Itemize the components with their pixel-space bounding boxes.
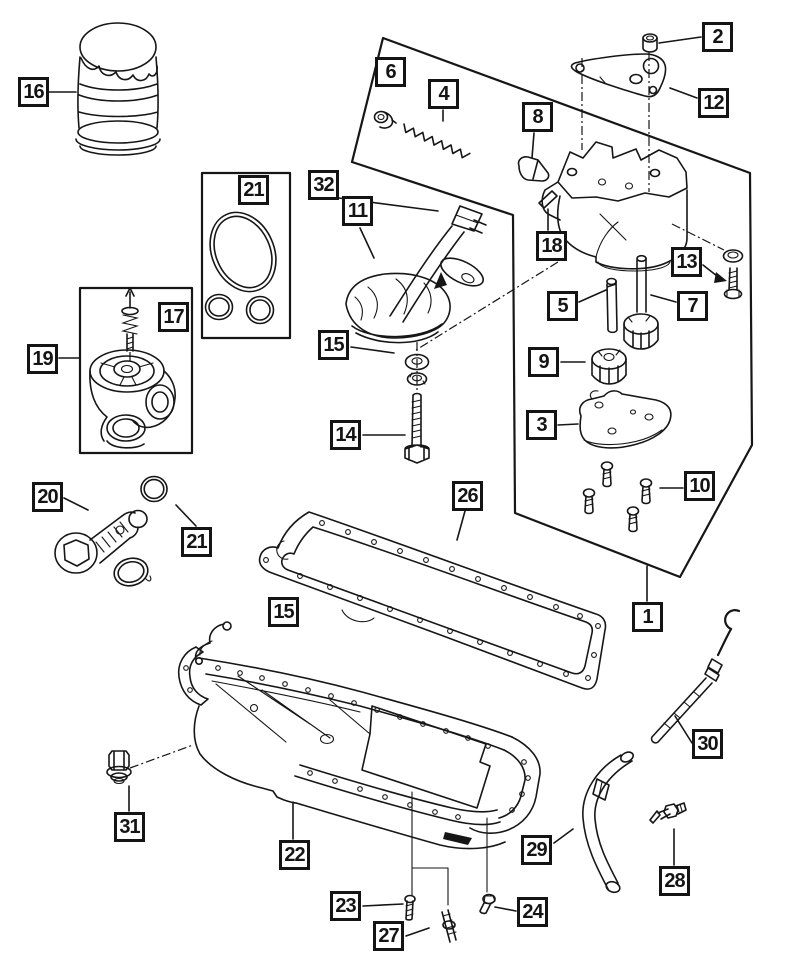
callout-14[interactable]: 14 xyxy=(330,420,361,450)
pin-drawing xyxy=(538,190,558,209)
pickup-washers-drawing xyxy=(404,353,430,386)
mount-gasket-drawing xyxy=(570,53,667,98)
callout-19[interactable]: 19 xyxy=(27,344,58,374)
callout-29[interactable]: 29 xyxy=(521,835,552,865)
relief-valve-box-drawing xyxy=(78,286,194,455)
dipstick-tube-drawing xyxy=(582,751,634,894)
oil-filter-drawing xyxy=(75,22,161,156)
pan-bolt-drawing xyxy=(404,894,416,921)
pump-shaft-drawing xyxy=(606,277,618,334)
centerlines xyxy=(129,52,725,769)
callout-26[interactable]: 26 xyxy=(452,481,483,511)
callout-21b[interactable]: 21 xyxy=(181,527,212,557)
callout-4[interactable]: 4 xyxy=(428,79,459,109)
leader-lines xyxy=(47,36,727,937)
callout-27[interactable]: 27 xyxy=(373,921,404,951)
callout-10[interactable]: 10 xyxy=(684,471,715,501)
oil-pan-drawing xyxy=(177,646,541,850)
oring-panel-drawing xyxy=(200,171,292,340)
callout-15a[interactable]: 15 xyxy=(318,330,349,360)
assembly-outline xyxy=(350,36,754,579)
callout-3[interactable]: 3 xyxy=(526,410,557,440)
callout-21a[interactable]: 21 xyxy=(238,175,269,205)
pan-stud-drawing xyxy=(441,909,457,943)
pickup-bolt-drawing xyxy=(404,392,430,464)
callout-23[interactable]: 23 xyxy=(330,891,361,921)
pan-gasket-drawing xyxy=(258,511,607,690)
callout-7[interactable]: 7 xyxy=(677,291,708,321)
callout-18[interactable]: 18 xyxy=(536,231,567,261)
pan-bolt2-drawing xyxy=(479,893,496,915)
pickup-tube-drawing xyxy=(345,205,487,344)
valve-cone-drawing xyxy=(517,156,550,182)
callout-22[interactable]: 22 xyxy=(279,840,310,870)
spring-drawing xyxy=(403,123,471,159)
idler-gear-drawing xyxy=(591,348,627,385)
dipstick-drawing xyxy=(650,609,741,744)
callout-15b[interactable]: 15 xyxy=(268,597,299,627)
callout-13[interactable]: 13 xyxy=(671,247,702,277)
callout-9[interactable]: 9 xyxy=(528,347,559,377)
cup-plug-drawing xyxy=(373,110,397,129)
callout-8[interactable]: 8 xyxy=(522,102,553,132)
drain-plug-drawing xyxy=(106,750,132,785)
callout-31[interactable]: 31 xyxy=(114,812,145,842)
bushing-drawing xyxy=(642,33,658,53)
callout-6[interactable]: 6 xyxy=(375,57,406,87)
callout-16[interactable]: 16 xyxy=(18,77,49,107)
relief-plunger-drawing xyxy=(54,475,168,587)
drive-gear-drawing xyxy=(623,254,659,350)
tube-fitting-drawing xyxy=(649,802,687,824)
callout-12[interactable]: 12 xyxy=(698,88,729,118)
callout-28[interactable]: 28 xyxy=(659,866,690,896)
callout-17[interactable]: 17 xyxy=(158,302,189,332)
callout-1[interactable]: 1 xyxy=(632,602,663,632)
callout-24[interactable]: 24 xyxy=(517,897,548,927)
callout-2[interactable]: 2 xyxy=(702,22,733,52)
pump-cover-plate-drawing xyxy=(578,390,672,449)
callout-5[interactable]: 5 xyxy=(547,291,578,321)
callout-32[interactable]: 32 xyxy=(308,170,339,200)
cover-bolts-drawing xyxy=(582,461,653,533)
callout-20[interactable]: 20 xyxy=(32,482,63,512)
oil-pump-drawing xyxy=(541,141,688,272)
callout-30[interactable]: 30 xyxy=(692,729,723,759)
callout-11[interactable]: 11 xyxy=(342,196,373,226)
pan-clip-drawing xyxy=(194,621,232,665)
washer-bolt-drawing xyxy=(722,249,744,300)
